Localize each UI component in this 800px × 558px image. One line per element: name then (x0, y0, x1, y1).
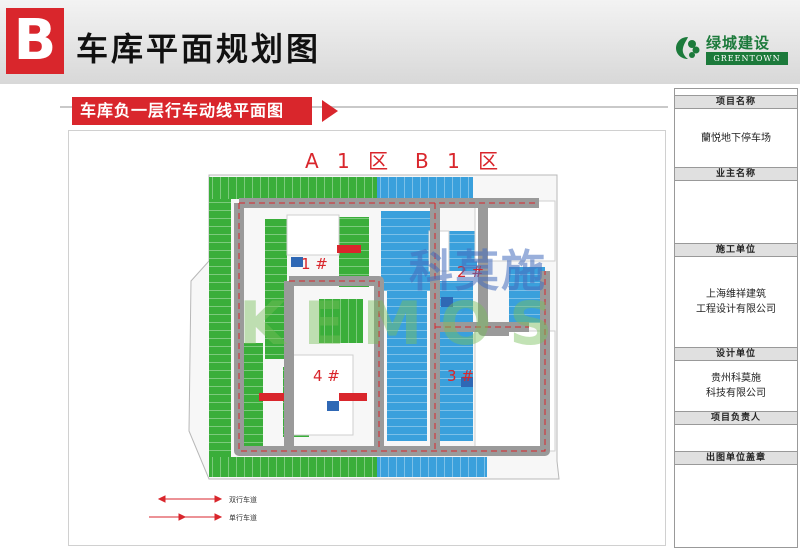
ribbon-divider (60, 106, 668, 108)
a1-left-stalls (209, 199, 231, 471)
building-label-1: 1 # (301, 255, 328, 273)
construction-value: 上海维祥建筑 工程设计有限公司 (696, 289, 776, 315)
ramp-3 (339, 393, 367, 401)
construction-label: 施工单位 (675, 243, 797, 257)
logo-english-text: GREENTOWN (706, 52, 788, 65)
b1-bottom-stalls (377, 457, 487, 477)
b1-stalls-2 (387, 291, 427, 441)
greentown-logo: 绿城建设 GREENTOWN (666, 30, 792, 70)
floor-plan-drawing (149, 174, 560, 521)
project-name-label: 项目名称 (675, 95, 797, 109)
ramp-2 (259, 393, 287, 401)
legend-two-way-symbol (157, 495, 223, 503)
b1-stalls-1 (381, 211, 431, 291)
project-name-value: 蘭悦地下停车场 (701, 132, 771, 144)
owner-label: 业主名称 (675, 167, 797, 181)
zone-label-a1: A 1 区 (305, 149, 395, 173)
accessible-parking-icon (461, 377, 473, 387)
manager-value (675, 425, 797, 451)
ramp-1 (337, 245, 361, 253)
owner-value (675, 181, 797, 243)
zone-label-b1: B 1 区 (415, 149, 505, 173)
b1-stalls-4 (509, 267, 545, 323)
design-value: 贵州科莫施 科技有限公司 (706, 373, 766, 399)
b1-stalls-3 (439, 281, 473, 441)
b1-stalls-5 (449, 231, 477, 271)
a1-top-stalls (209, 177, 377, 199)
ribbon-arrow-icon (322, 100, 338, 122)
legend-one-way-symbol (149, 513, 223, 521)
project-info-panel: 项目名称 蘭悦地下停车场 业主名称 施工单位 上海维祥建筑 工程设计有限公司 设… (674, 88, 798, 548)
page-title: 车库平面规划图 (76, 30, 322, 68)
watermark-chinese: 科莫施 (409, 246, 547, 297)
core-3 (474, 200, 556, 262)
accessible-parking-icon (327, 401, 339, 411)
section-badge: B (6, 8, 64, 74)
seal-label: 出图单位盖章 (675, 451, 797, 465)
legend-one-way-label: 单行车道 (229, 514, 257, 522)
manager-label: 项目负责人 (675, 411, 797, 425)
lane-direction-arrows (238, 202, 546, 452)
a1-inner-stalls-4 (319, 299, 363, 343)
seal-value (675, 465, 797, 525)
a1-bottom-stalls (209, 457, 377, 477)
watermark-english: KEMOS (239, 289, 571, 359)
section-ribbon: 车库负一层行车动线平面图 (72, 97, 312, 125)
a1-inner-stalls-1 (265, 219, 287, 359)
greentown-leaf-icon (676, 37, 700, 59)
parking-plan: A 1 区 B 1 区 (68, 130, 666, 546)
building-label-3: 3 # (447, 367, 474, 385)
header-band: B 车库平面规划图 绿城建设 GREENTOWN (0, 0, 800, 84)
legend-two-way-label: 双行车道 (229, 496, 257, 504)
design-label: 设计单位 (675, 347, 797, 361)
logo-chinese-text: 绿城建设 (706, 34, 771, 52)
accessible-parking-icon (441, 297, 453, 307)
core-1 (286, 214, 340, 256)
accessible-parking-icon (291, 257, 303, 267)
building-label-2: 2 # (457, 263, 484, 281)
b1-top-stalls (377, 177, 473, 199)
building-label-4: 4 # (313, 367, 340, 385)
